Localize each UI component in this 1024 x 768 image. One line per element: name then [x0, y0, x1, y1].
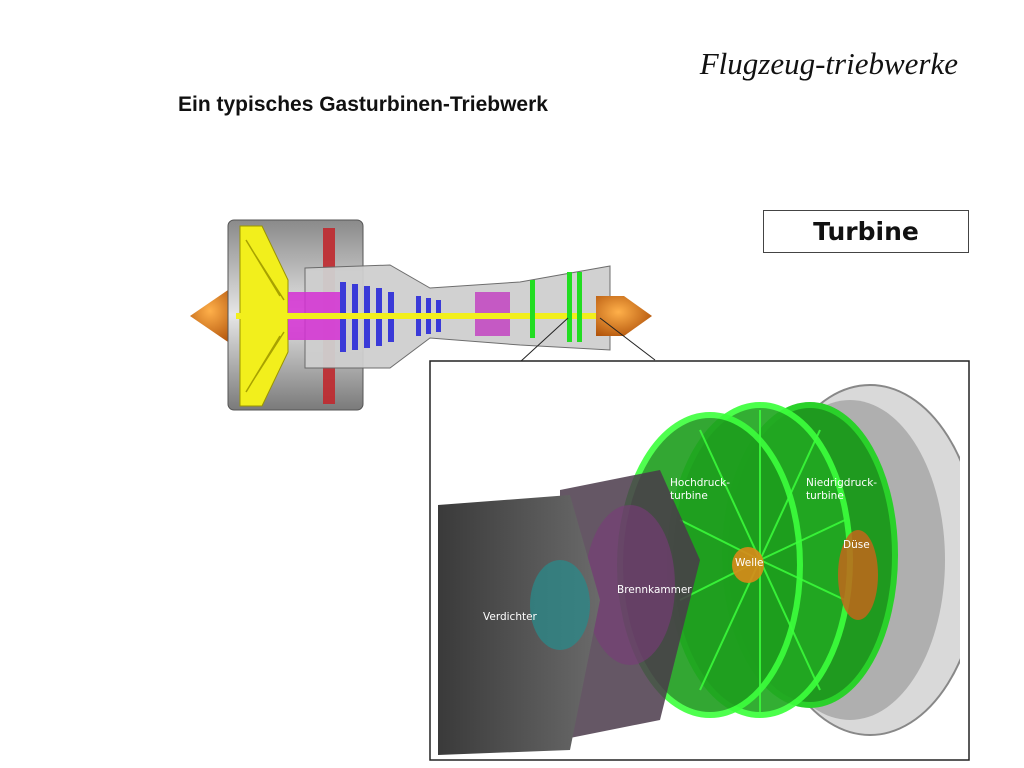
slide-subtitle: Ein typisches Gasturbinen-Triebwerk	[178, 93, 548, 116]
label-brennkammer: Brennkammer	[617, 584, 692, 596]
slide-title: Flugzeug-triebwerke	[699, 46, 958, 81]
engine-overview	[190, 219, 656, 411]
turbine-label: Turbine	[813, 217, 919, 246]
turbine-stages	[530, 272, 582, 342]
compressor-detail	[438, 495, 600, 755]
turbine-label-box: Turbine	[763, 210, 969, 253]
shaft	[236, 313, 616, 319]
label-verdichter: Verdichter	[483, 611, 538, 623]
label-hochdruck-1: Hochdruck-	[670, 477, 730, 489]
label-niederdruck-2: turbine	[806, 490, 844, 502]
detail-panel: Hochdruck- turbine Niedrigdruck- turbine…	[429, 360, 970, 761]
label-welle: Welle	[735, 557, 764, 569]
label-niederdruck-1: Niedrigdruck-	[806, 477, 877, 489]
exhaust-cone	[596, 296, 652, 336]
label-hochdruck-2: turbine	[670, 490, 708, 502]
label-duese: Düse	[843, 539, 870, 551]
